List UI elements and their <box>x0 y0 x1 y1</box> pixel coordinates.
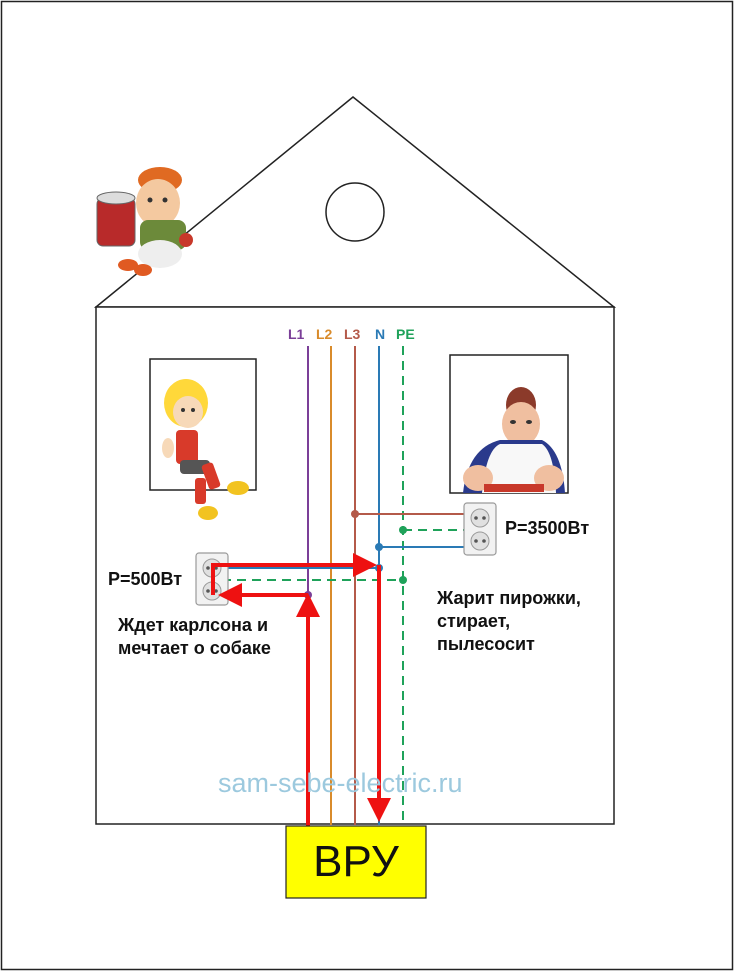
right-room-caption-line3: пылесосит <box>437 634 535 654</box>
current-flow-path <box>211 553 391 826</box>
junction-pe-left <box>399 576 407 584</box>
left-room-caption-line2: мечтает о собаке <box>118 638 271 658</box>
wire-label-l2: L2 <box>316 326 333 342</box>
left-room-power: P=500Вт <box>108 569 183 589</box>
attic-window <box>325 182 385 242</box>
right-room-caption-line1: Жарит пирожки, <box>437 588 581 608</box>
junction-n-right <box>375 543 383 551</box>
left-room-caption-line1: Ждет карлсона и <box>118 615 269 635</box>
right-room-caption-line2: стирает, <box>437 611 511 631</box>
wire-label-l1: L1 <box>288 326 305 342</box>
vru-panel <box>285 825 427 899</box>
watermark: sam-sebe-electric.ru <box>218 768 463 798</box>
carlson-icon <box>96 167 193 276</box>
wire-label-l3: L3 <box>344 326 361 342</box>
right-room-power: P=3500Вт <box>505 518 590 538</box>
housekeeper-icon <box>463 387 565 493</box>
wire-label-pe: PE <box>396 326 415 342</box>
wire-label-n: N <box>375 326 386 342</box>
junction-pe-right <box>399 526 407 534</box>
junction-l3 <box>351 510 359 518</box>
vru-label: ВРУ <box>313 837 399 886</box>
socket-icon <box>463 502 497 556</box>
kid-icon <box>162 379 249 520</box>
